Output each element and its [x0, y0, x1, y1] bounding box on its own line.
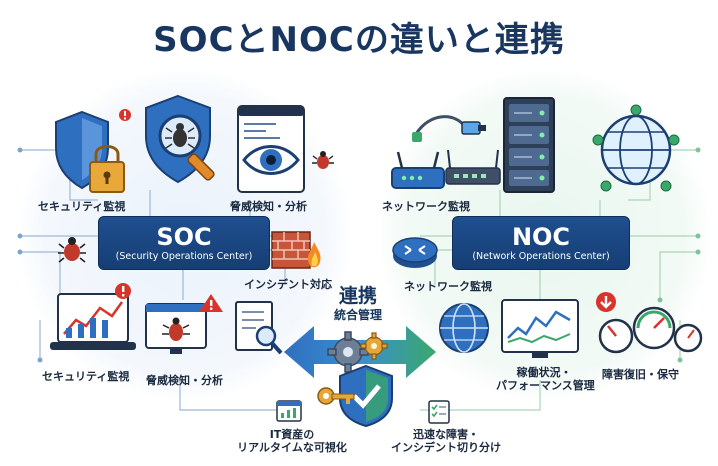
performance-monitor-icon — [501, 299, 579, 358]
label-security-monitor-top: セキュリティ監視 — [38, 200, 126, 213]
label-fast-line1: 迅速な障害・ — [413, 428, 479, 441]
router-icon — [391, 151, 445, 189]
label-visibility-line2: リアルタイムな可視化 — [237, 441, 347, 454]
bug-icon — [58, 237, 86, 263]
label-network-monitor-top: ネットワーク監視 — [382, 200, 470, 213]
center-renkei: 連携 — [338, 285, 377, 307]
switch-icon — [445, 149, 501, 185]
soc-full-name: (Security Operations Center) — [115, 251, 253, 262]
label-threat-detect-bottom: 脅威検知・分析 — [146, 374, 223, 387]
noc-full-name: (Network Operations Center) — [472, 251, 610, 262]
dashboard-icon — [276, 400, 302, 422]
label-uptime-line2: パフォーマンス管理 — [496, 379, 595, 392]
label-uptime-performance: 稼働状況・ パフォーマンス管理 — [496, 366, 595, 392]
laptop-chart-icon — [50, 293, 136, 350]
alert-icon — [115, 283, 131, 299]
gauge-icon — [598, 306, 703, 354]
gear-icon — [327, 331, 388, 373]
firewall-icon — [271, 231, 321, 269]
noc-name: NOC — [511, 223, 571, 251]
label-fast-isolation: 迅速な障害・ インシデント切り分け — [386, 428, 506, 454]
label-fast-line2: インシデント切り分け — [391, 441, 501, 454]
alert-icon — [119, 109, 131, 121]
bug-icon — [312, 151, 334, 169]
soc-box: SOC (Security Operations Center) — [98, 216, 270, 270]
label-visibility: IT資産の リアルタイムな可視化 — [232, 428, 352, 454]
label-security-monitor-bottom: セキュリティ監視 — [42, 370, 130, 383]
center-togo: 統合管理 — [333, 308, 382, 322]
noc-box: NOC (Network Operations Center) — [452, 216, 630, 270]
label-network-monitor-mid: ネットワーク監視 — [404, 280, 492, 293]
soc-name: SOC — [156, 223, 212, 251]
label-incident-response: インシデント対応 — [244, 278, 332, 291]
warning-icon — [199, 294, 223, 312]
down-alert-icon — [596, 292, 616, 312]
monitor-bug-icon — [145, 303, 207, 354]
router-disc-icon — [392, 237, 438, 268]
shield-bug-magnifier-icon — [145, 94, 215, 184]
code-eye-icon — [237, 105, 305, 193]
globe-network-icon — [592, 104, 680, 192]
globe-icon — [439, 303, 489, 353]
shield-key-icon — [317, 364, 393, 428]
checklist-icon — [428, 400, 450, 424]
label-uptime-line1: 稼働状況・ — [516, 366, 572, 379]
page-title: SOCとNOCの違いと連携 — [153, 20, 565, 60]
shield-lock-icon — [55, 110, 125, 193]
network-cable-icon — [412, 115, 486, 142]
document-magnifier-icon — [235, 301, 283, 355]
label-threat-detect-top: 脅威検知・分析 — [230, 200, 307, 213]
label-recovery: 障害復旧・保守 — [602, 368, 679, 381]
label-visibility-line1: IT資産の — [269, 428, 315, 441]
server-rack-icon — [503, 97, 555, 193]
